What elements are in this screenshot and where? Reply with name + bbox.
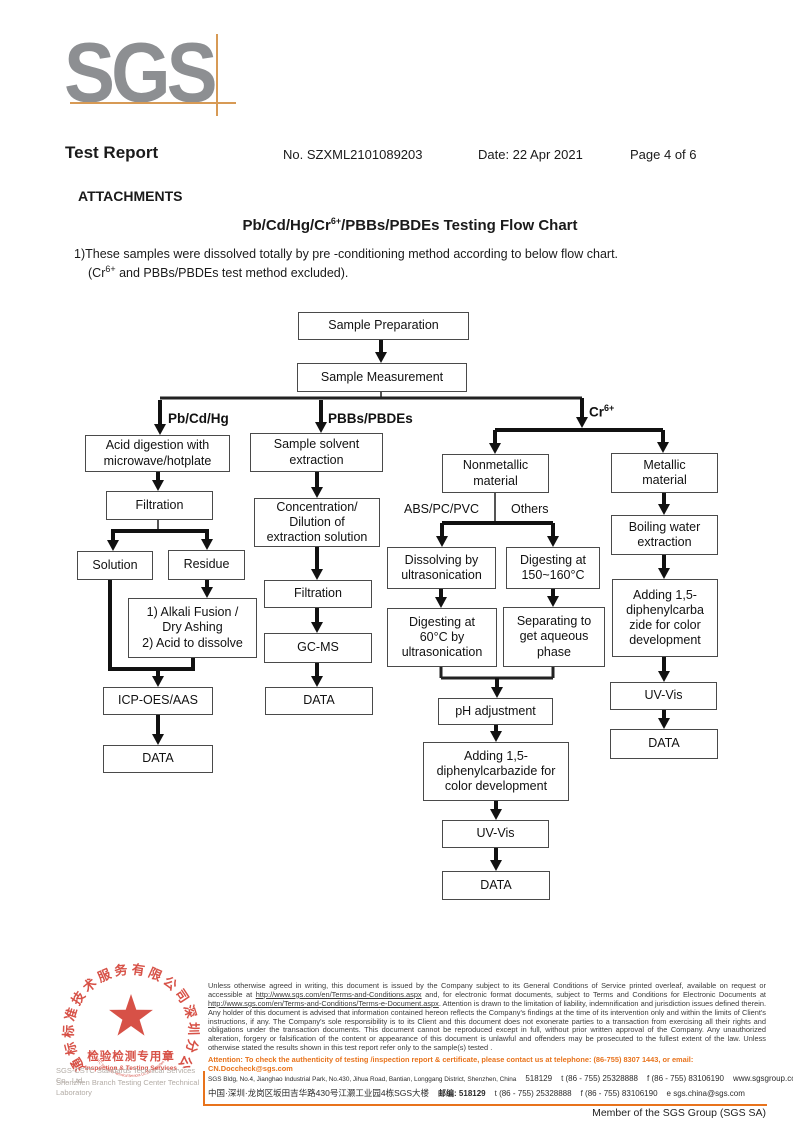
flow-box-data-pbbs: DATA [265, 687, 373, 715]
branch-label-pb-cd-hg: Pb/Cd/Hg [168, 411, 229, 426]
flow-box-separating-aqueous: Separating to get aqueous phase [503, 607, 605, 667]
fax-english: f (86 - 755) 83106190 [647, 1074, 724, 1083]
cr-label-superscript: 6+ [604, 403, 615, 413]
flow-box-metallic-material: Metallic material [611, 453, 718, 493]
report-date: Date: 22 Apr 2021 [478, 147, 583, 162]
flow-box-solution: Solution [77, 551, 153, 580]
flow-chart-title: Pb/Cd/Hg/Cr6+/PBBs/PBDEs Testing Flow Ch… [60, 216, 760, 234]
title-superscript: 6+ [330, 216, 342, 226]
address-divider-vertical [203, 1071, 205, 1106]
flow-box-residue: Residue [168, 550, 245, 580]
flow-box-digesting-60: Digesting at 60°C by ultrasonication [387, 608, 497, 667]
flow-box-data-metallic: DATA [610, 729, 718, 759]
sgs-logo: SGS [64, 24, 218, 120]
logo-crosshair-horizontal [70, 102, 236, 104]
flow-box-alkali-fusion: 1) Alkali Fusion / Dry Ashing 2) Acid to… [128, 598, 257, 658]
note-line-2: (Cr6+ and PBBs/PBDEs test method exclude… [88, 264, 348, 280]
flow-box-filtration-2: Filtration [264, 580, 372, 608]
attachments-heading: ATTACHMENTS [78, 188, 183, 204]
title-text: Pb/Cd/Hg/Cr [242, 217, 331, 234]
stamp-star-icon [109, 994, 153, 1036]
flowchart-connectors [107, 340, 670, 871]
fax-chinese: f (86 - 755) 83106190 [580, 1089, 658, 1098]
flow-box-data-pbcdhg: DATA [103, 745, 213, 773]
legal-text-2: and, for electronic format documents, su… [421, 989, 766, 999]
website: www.sgsgroup.com.cn [732, 1074, 793, 1083]
flow-box-ph-adjustment: pH adjustment [438, 698, 553, 725]
note-superscript: 6+ [105, 264, 116, 274]
address-row-chinese: 中国·深圳·龙岗区坂田吉华路430号江灏工业园4栋SGS大楼 邮编: 51812… [208, 1087, 745, 1099]
flow-box-sample-preparation: Sample Preparation [298, 312, 469, 340]
flow-box-filtration-1: Filtration [106, 491, 213, 520]
telephone-chinese: t (86 - 755) 25328888 [494, 1089, 572, 1098]
footer-divider-horizontal [203, 1104, 767, 1106]
legal-text: Unless otherwise agreed in writing, this… [208, 981, 766, 999]
flow-box-dissolving-ultrasonication: Dissolving by ultrasonication [387, 547, 496, 589]
branch-label-cr6: Cr6+ [589, 403, 614, 420]
flow-box-icp-oes-aas: ICP-OES/AAS [103, 687, 213, 715]
terms-e-document-link: http://www.sgs.com/en/Terms-and-Conditio… [208, 998, 439, 1008]
flow-box-acid-digestion: Acid digestion with microwave/hotplate [85, 435, 230, 472]
branch-label-others: Others [511, 502, 549, 516]
flow-box-digesting-150-160: Digesting at 150~160°C [506, 547, 600, 589]
terms-link: http://www.sgs.com/en/Terms-and-Conditio… [255, 989, 422, 999]
branch-label-pbbs-pbdes: PBBs/PBDEs [328, 411, 413, 426]
postal-code-chinese: 邮编: 518129 [438, 1089, 486, 1098]
flow-box-gc-ms: GC-MS [264, 633, 372, 663]
logo-crosshair-vertical [216, 34, 218, 116]
flow-box-concentration-dilution: Concentration/ Dilution of extraction so… [254, 498, 380, 547]
flow-box-sample-measurement: Sample Measurement [297, 363, 467, 392]
legal-text-3: . Attention is drawn to the limitation o… [208, 998, 766, 1053]
flow-box-adding-diphenylcarbazide-metallic: Adding 1,5- diphenylcarba zide for color… [612, 579, 718, 657]
legal-disclaimer: Unless otherwise agreed in writing, this… [208, 981, 766, 1053]
flow-box-adding-diphenylcarbazide-nonmetallic: Adding 1,5- diphenylcarbazide for color … [423, 742, 569, 801]
footer-company-name: SGS-CSTC Standards Technical Services Co… [56, 1066, 196, 1086]
postal-code-english: 518129 [525, 1074, 553, 1083]
telephone-english: t (86 - 755) 25328888 [561, 1074, 639, 1083]
page-title: Test Report [65, 143, 159, 162]
flow-box-solvent-extraction: Sample solvent extraction [250, 433, 383, 472]
stamp-center-chinese: 检验检测专用章 [87, 1049, 175, 1063]
footer-company-branch: Shenzhen Branch Testing Center Technical… [56, 1078, 200, 1098]
flow-box-boiling-water: Boiling water extraction [611, 515, 718, 555]
title-text-2: /PBBs/PBDEs Testing Flow Chart [341, 217, 578, 234]
cr-label-text: Cr [589, 404, 605, 420]
note-text-2: and PBBs/PBDEs test method excluded). [115, 266, 349, 281]
branch-label-abs-pc-pvc: ABS/PC/PVC [404, 502, 480, 516]
company-stamp: 通标标准技术服务有限公司深圳分公司 检验检测专用章 Inspection & T… [56, 957, 198, 1078]
report-number: No. SZXML2101089203 [283, 147, 423, 162]
attention-notice: Attention: To check the authenticity of … [208, 1055, 694, 1074]
page-indicator: Page 4 of 6 [630, 147, 697, 162]
note-line-1: 1)These samples were dissolved totally b… [74, 247, 619, 261]
note-text: (Cr [88, 266, 106, 281]
address-row-english: SGS Bldg, No.4, Jianghao Industrial Park… [208, 1074, 793, 1083]
flow-box-data-nonmetallic: DATA [442, 871, 550, 900]
flow-box-uv-vis-nonmetallic: UV-Vis [442, 820, 549, 848]
flow-box-nonmetallic-material: Nonmetallic material [442, 454, 549, 493]
address-english: SGS Bldg, No.4, Jianghao Industrial Park… [208, 1076, 517, 1083]
stamp-center-english: Inspection & Testing Services [85, 1065, 177, 1072]
address-chinese: 中国·深圳·龙岗区坂田吉华路430号江灏工业园4栋SGS大楼 [208, 1088, 430, 1098]
email: e sgs.china@sgs.com [666, 1089, 745, 1098]
member-of-sgs-group: Member of the SGS Group (SGS SA) [592, 1107, 766, 1119]
flow-box-uv-vis-metallic: UV-Vis [610, 682, 717, 710]
